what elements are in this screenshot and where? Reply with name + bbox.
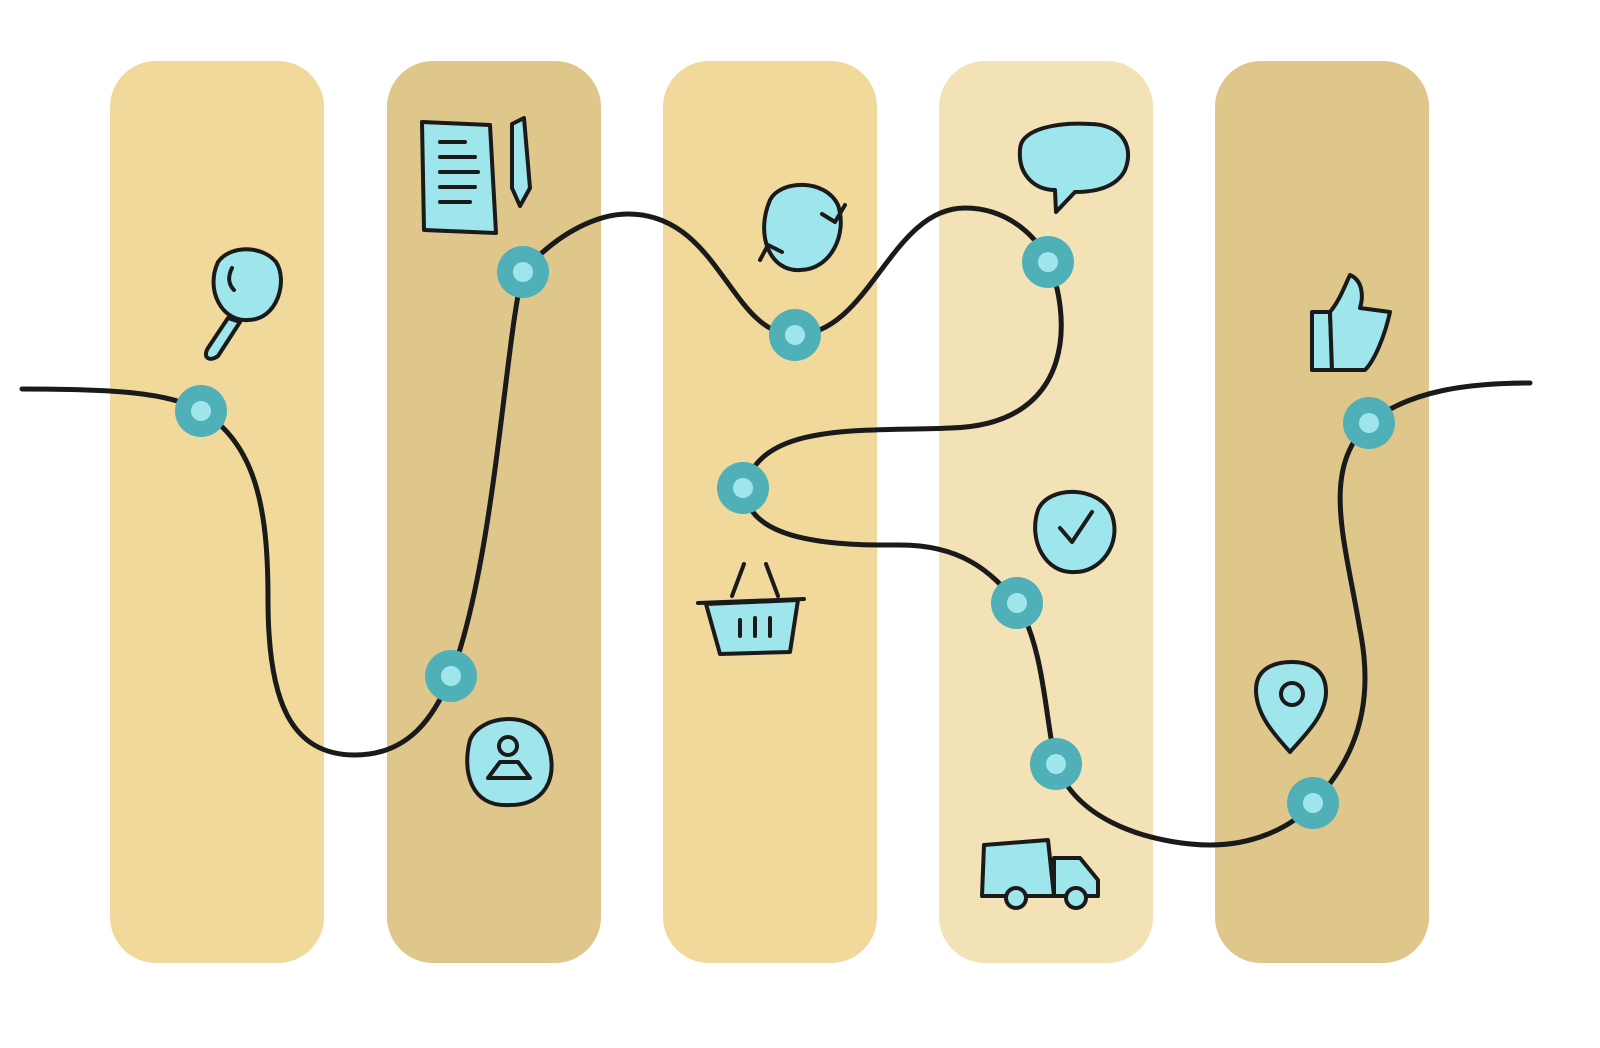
columns [110, 61, 1429, 963]
journey-nodes [175, 236, 1395, 829]
delivery-truck-icon [980, 838, 1100, 910]
journey-node [175, 385, 227, 437]
location-pin-icon [1254, 660, 1328, 754]
journey-node [1030, 738, 1082, 790]
journey-node [717, 462, 769, 514]
thumbs-up-icon [1310, 273, 1392, 372]
magnifier-icon [203, 247, 283, 361]
journey-node [425, 650, 477, 702]
shopping-basket-icon [696, 562, 806, 656]
journey-node [769, 309, 821, 361]
checkmark-badge-icon [1033, 489, 1117, 575]
stage-column-5 [1215, 61, 1429, 963]
journey-node [497, 246, 549, 298]
stage-column-1 [110, 61, 324, 963]
document-pencil-icon [420, 116, 532, 235]
journey-node [1022, 236, 1074, 288]
refresh-icon [758, 182, 847, 273]
user-profile-icon [465, 717, 554, 808]
journey-node [1343, 397, 1395, 449]
stage-column-2 [387, 61, 601, 963]
speech-bubble-icon [1017, 121, 1131, 214]
journey-node [991, 577, 1043, 629]
journey-node [1287, 777, 1339, 829]
stage-column-3 [663, 61, 877, 963]
